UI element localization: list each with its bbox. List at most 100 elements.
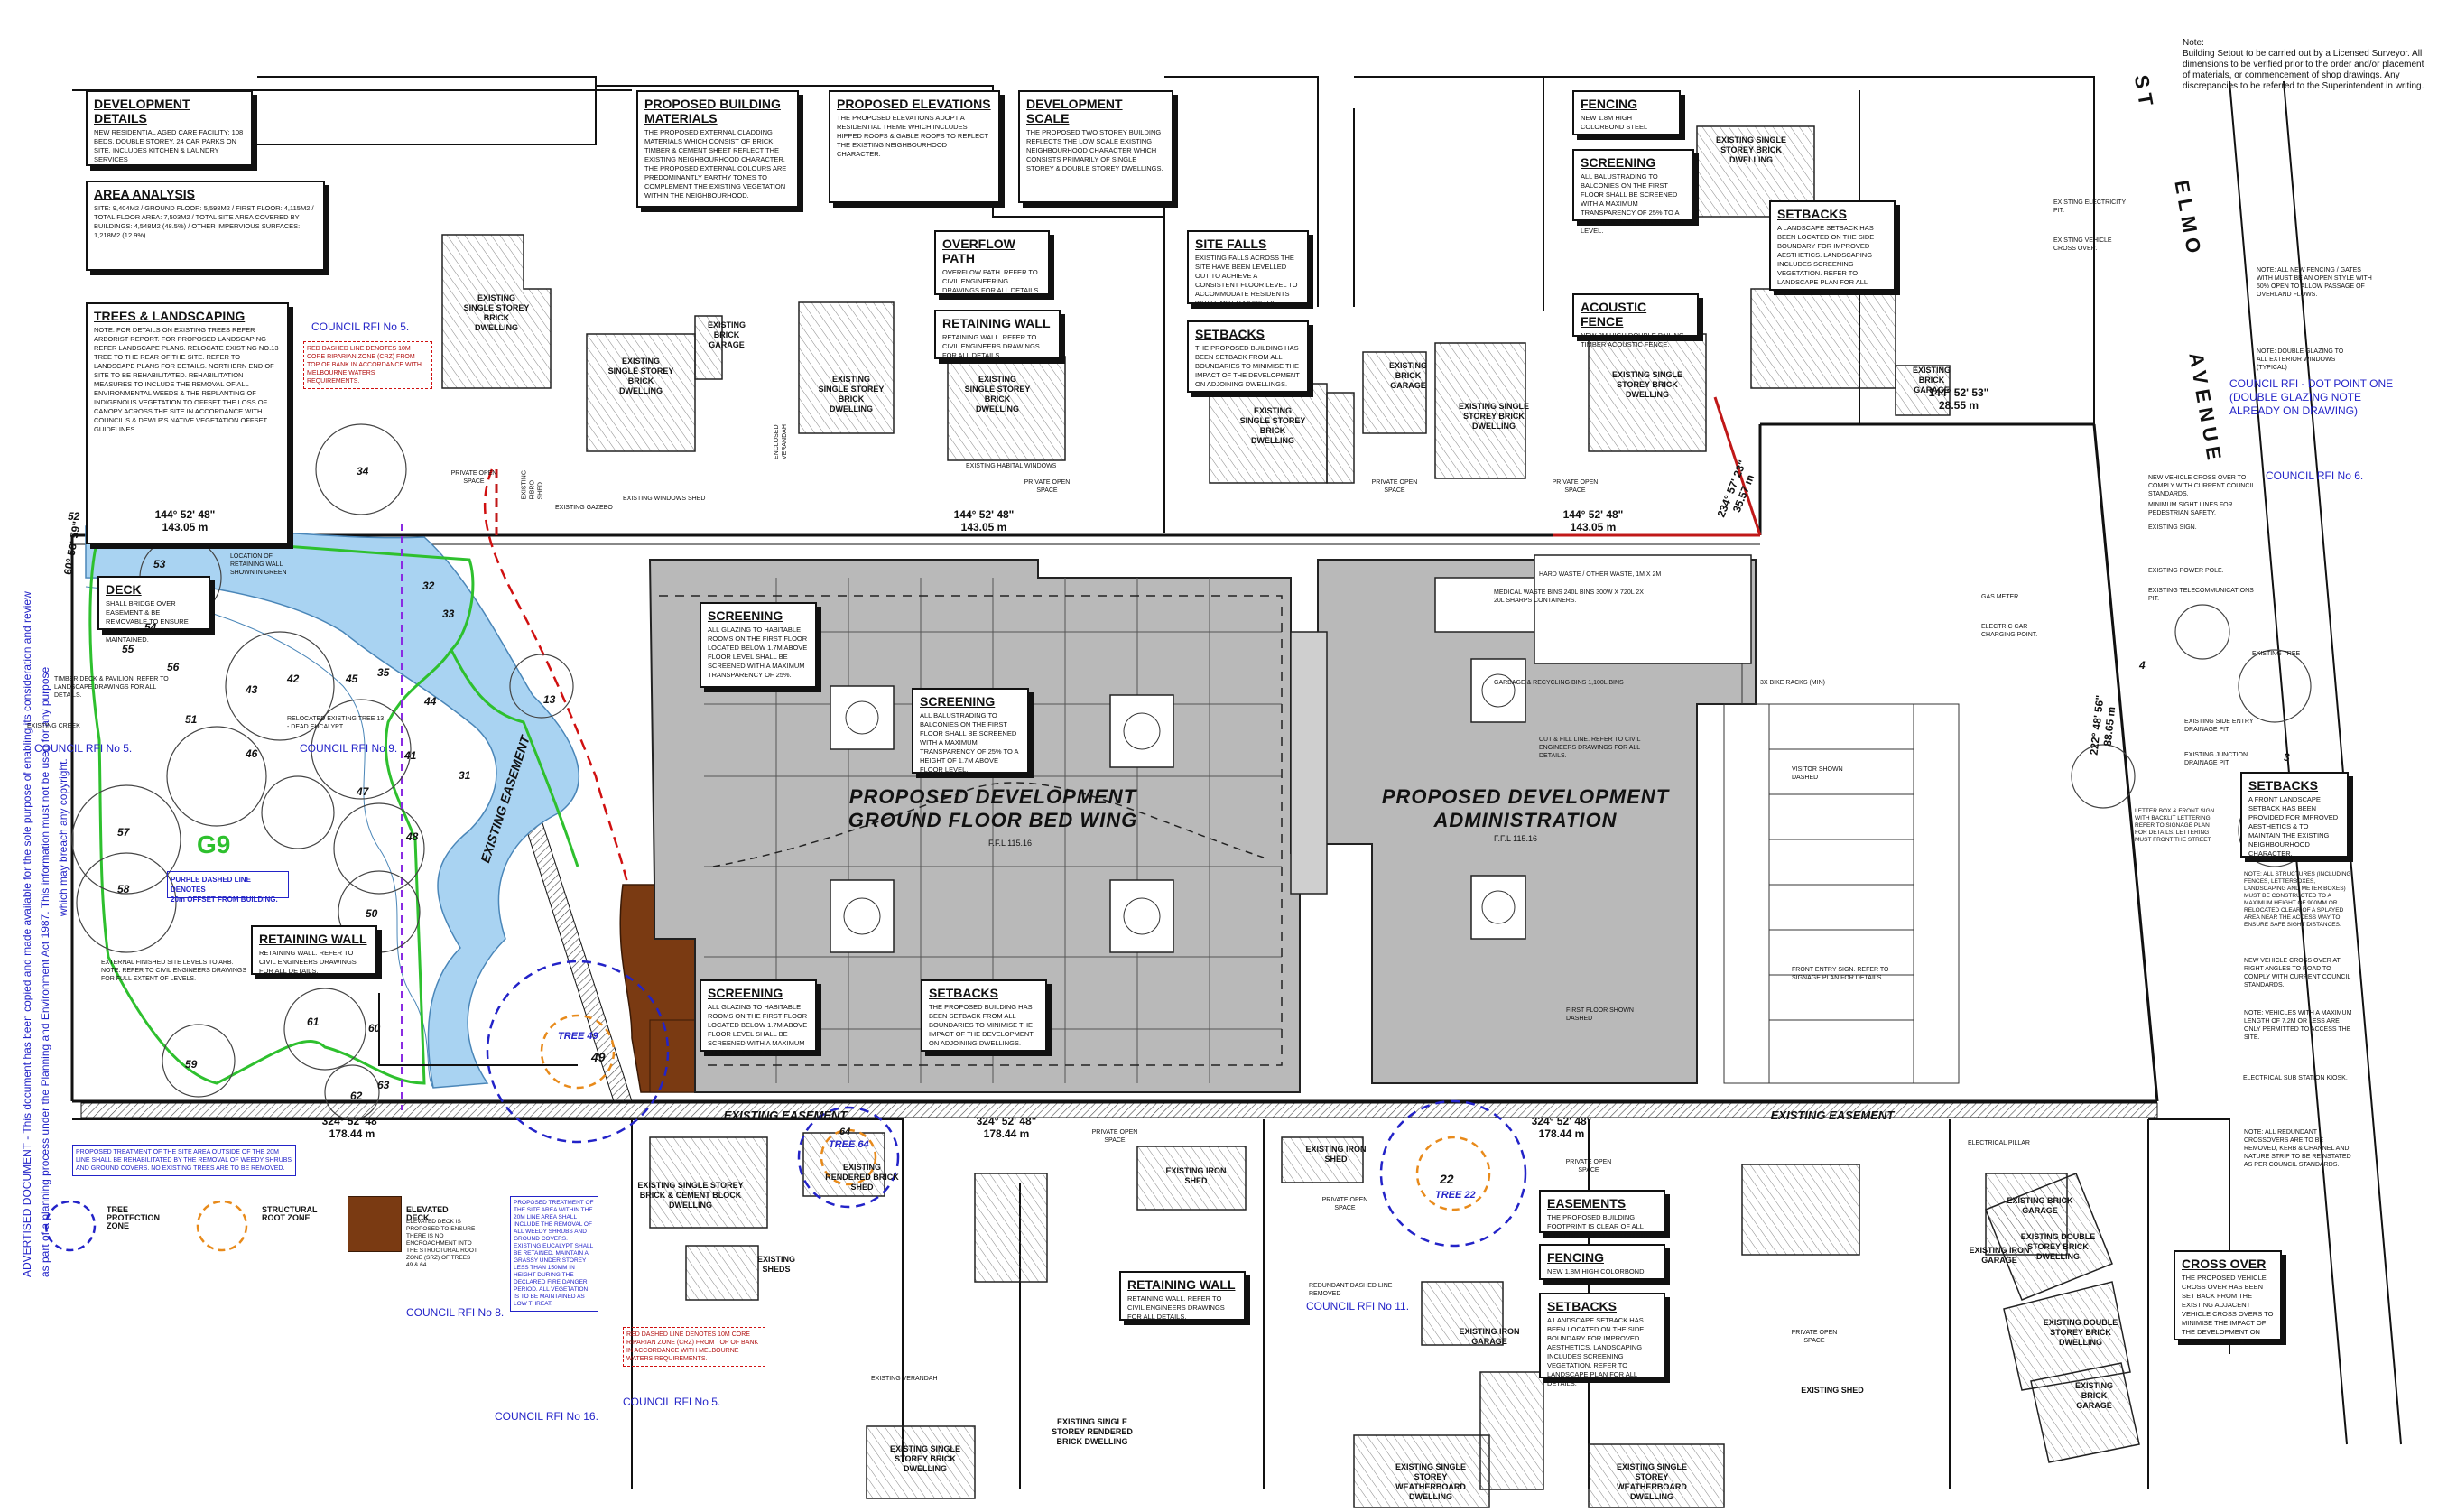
tree-number: 45 (346, 673, 358, 685)
box-title: EASEMENTS (1547, 1196, 1627, 1211)
tree-number: 55 (122, 643, 134, 655)
box-text: NEW 2m HIGH DOUBLE PAILING TIMBER ACOUST… (1581, 331, 1684, 348)
box-screening-a: SCREENING ALL GLAZING TO HABITABLE ROOMS… (700, 602, 817, 688)
neighbour-dwelling-label: EXISTING DOUBLE STOREY BRICK DWELLING (2043, 1318, 2118, 1347)
box-text: A LANDSCAPE SETBACK HAS BEEN LOCATED ON … (1547, 1316, 1645, 1387)
tree-number: 41 (404, 749, 417, 762)
retaining-wall-green-note: LOCATION OF RETAINING WALL SHOWN IN GREE… (230, 553, 287, 576)
box-proposed-elevations: PROPOSED ELEVATIONS THE PROPOSED ELEVATI… (829, 90, 1000, 203)
retaining-wall-green (450, 649, 579, 867)
garbage-note: GARBAGE & RECYCLING BINS 1,100L BINS (1494, 680, 1624, 686)
existing-creek-label: EXISTING CREEK (27, 723, 80, 729)
pos-label-3: PRIVATE OPEN SPACE (1371, 479, 1418, 494)
box-text: RETAINING WALL. REFER TO CIVIL ENGINEERS… (259, 949, 357, 975)
box-setbacks-far-right: SETBACKS A FRONT LANDSCAPE SETBACK HAS B… (2240, 772, 2349, 858)
neighbour-dwelling-label: EXISTING DOUBLE STOREY BRICK DWELLING (2020, 1232, 2096, 1261)
ffl-bed-wing: F.F.L 115.16 (988, 839, 1033, 848)
neighbour-dwelling-label: EXISTING SINGLE STOREY WEATHERBOARD DWEL… (1616, 1462, 1687, 1501)
box-title: SETBACKS (1547, 1299, 1618, 1313)
neighbour-dwelling-label: EXISTING SINGLE STOREY BRICK DWELLING (1715, 135, 1786, 164)
box-fencing-bottom: FENCING NEW 1.8m HIGH COLORBOND STEEL FE… (1539, 1244, 1665, 1285)
box-text: ALL BALUSTRADING TO BALCONIES ON THE FIR… (920, 711, 1019, 774)
box-text: THE PROPOSED BUILDING HAS BEEN SETBACK F… (1195, 344, 1300, 388)
visitor-note: VISITOR SHOWN DASHED (1792, 766, 1843, 781)
pos-label-2: PRIVATE OPEN SPACE (1024, 479, 1071, 494)
box-text: THE PROPOSED BUILDING HAS BEEN SETBACK F… (929, 1003, 1034, 1047)
box-title: RETAINING WALL (1127, 1277, 1236, 1292)
box-text: RETAINING WALL. REFER TO CIVIL ENGINEERS… (1127, 1294, 1225, 1321)
box-text: A LANDSCAPE SETBACK HAS BEEN LOCATED ON … (1777, 224, 1875, 295)
tree-number: 42 (287, 673, 300, 685)
box-easements: EASEMENTS THE PROPOSED BUILDING FOOTPRIN… (1539, 1190, 1665, 1239)
neighbour-dwelling-label: EXISTING IRON SHED (1165, 1166, 1227, 1185)
rfi-11: COUNCIL RFI No 11. (1306, 1300, 1410, 1313)
box-text: OVERFLOW PATH. REFER TO CIVIL ENGINEERIN… (942, 268, 1041, 294)
box-screening-b: SCREENING ALL BALUSTRADING TO BALCONIES … (912, 688, 1029, 774)
box-text: NOTE: FOR DETAILS ON EXISTING TREES REFE… (94, 326, 279, 433)
bearing-bottom-right: 324° 52' 48" 178.44 m (1531, 1115, 1592, 1140)
tree-number: 47 (357, 785, 369, 798)
neighbour-dwelling-label: EXISTING SINGLE STOREY BRICK DWELLING (1458, 402, 1529, 431)
srz-legend-icon (196, 1200, 248, 1252)
power-pole-note: EXISTING POWER POLE. (2148, 568, 2224, 574)
tree-64-label: TREE 64 (829, 1139, 869, 1150)
timber-deck-note: TIMBER DECK & PAVILION. REFER TO LANDSCA… (54, 676, 169, 699)
box-title: FENCING (1547, 1250, 1604, 1265)
tree-22-label: TREE 22 (1435, 1190, 1476, 1201)
front-entry-note: FRONT ENTRY SIGN. REFER TO SIGNAGE PLAN … (1792, 967, 1889, 981)
box-text: EXISTING FALLS ACROSS THE SITE HAVE BEEN… (1195, 254, 1298, 307)
existing-windows-label: EXISTING HABITAL WINDOWS (966, 463, 1057, 469)
deck-legend-swatch (348, 1196, 402, 1252)
elevated-deck-lower (649, 1019, 696, 1093)
existing-sign-note: EXISTING SIGN. (2148, 524, 2197, 531)
box-deck: DECK SHALL BRIDGE OVER EASEMENT & BE REM… (97, 576, 210, 644)
existing-fibro-shed-label: EXISTING FIBRO SHED (521, 469, 544, 500)
box-retaining-wall-left: RETAINING WALL RETAINING WALL. REFER TO … (251, 925, 377, 975)
neighbour-dwelling-label: EXISTING IRON GARAGE (1459, 1327, 1520, 1346)
box-text: ALL GLAZING TO HABITABLE ROOMS ON THE FI… (708, 1003, 808, 1056)
junction-pit-note: EXISTING JUNCTION DRAINAGE PIT. (2184, 752, 2248, 766)
box-development-scale: DEVELOPMENT SCALE THE PROPOSED TWO STORE… (1018, 90, 1173, 203)
first-floor-outline (659, 595, 1283, 1066)
services-area (1534, 554, 1752, 664)
vehicle-crossover-note: NEW VEHICLE CROSS OVER TO COMPLY WITH CU… (2148, 475, 2255, 497)
box-setbacks-right: SETBACKS A LANDSCAPE SETBACK HAS BEEN LO… (1769, 200, 1896, 295)
label-bed-wing: PROPOSED DEVELOPMENT GROUND FLOOR BED WI… (848, 785, 1138, 831)
bearing-bottom-mid: 324° 52' 48" 178.44 m (976, 1115, 1037, 1140)
tree-number: 60 (368, 1022, 381, 1034)
first-floor-note: FIRST FLOOR SHOWN DASHED (1566, 1007, 1634, 1022)
existing-creek (85, 524, 580, 1089)
box-title: PROPOSED BUILDING MATERIALS (644, 97, 781, 125)
box-retaining-wall-top: RETAINING WALL RETAINING WALL. REFER TO … (934, 310, 1061, 359)
existing-tree-note: EXISTING TREE (2252, 651, 2301, 657)
box-text: NEW 1.8m HIGH COLORBOND STEEL FENCE. (1547, 1267, 1645, 1285)
green-boundary-line (88, 531, 475, 1085)
box-title: RETAINING WALL (259, 932, 367, 946)
advertised-line-2: as part of a planning process under the … (39, 666, 51, 1277)
sight-lines-note: MINIMUM SIGHT LINES FOR PEDESTRIAN SAFET… (2148, 502, 2233, 516)
structures-height-note: NOTE: ALL STRUCTURES (INCLUDING FENCES, … (2244, 871, 2351, 928)
box-text: ALL BALUSTRADING TO BALCONIES ON THE FIR… (1581, 172, 1684, 235)
tree-number: 44 (424, 695, 437, 708)
bearing-top-mid: 144° 52' 48" 143.05 m (953, 508, 1015, 533)
electrical-pillar-note: ELECTRICAL PILLAR (1968, 1140, 2030, 1146)
box-title: SITE FALLS (1195, 237, 1267, 251)
corridor-link (1290, 631, 1328, 895)
box-title: SCREENING (708, 608, 783, 623)
tree-number: 50 (366, 907, 378, 920)
neighbour-roofs (441, 125, 2140, 1508)
enclosed-verandah-label: ENCLOSED VERANDAH (774, 424, 788, 459)
box-text: THE PROPOSED TWO STOREY BUILDING REFLECT… (1026, 128, 1163, 172)
label-administration: PROPOSED DEVELOPMENT ADMINISTRATION (1381, 785, 1670, 831)
neighbour-dwelling-label: EXISTING SINGLE STOREY RENDERED BRICK DW… (1052, 1417, 1133, 1446)
general-note: Note: Building Setout to be carried out … (2183, 38, 2426, 92)
box-overflow-path: OVERFLOW PATH OVERFLOW PATH. REFER TO CI… (934, 230, 1050, 295)
tpz-legend-label: TREE PROTECTION ZONE (107, 1205, 161, 1230)
pos-label-8: PRIVATE OPEN SPACE (1791, 1330, 1838, 1344)
box-cross-over: CROSS OVER THE PROPOSED VEHICLE CROSS OV… (2174, 1250, 2282, 1345)
note-heading: Note: (2183, 38, 2204, 48)
box-title: SETBACKS (929, 986, 999, 1000)
box-title: CROSS OVER (2182, 1257, 2267, 1271)
tree-number: 35 (377, 666, 390, 679)
